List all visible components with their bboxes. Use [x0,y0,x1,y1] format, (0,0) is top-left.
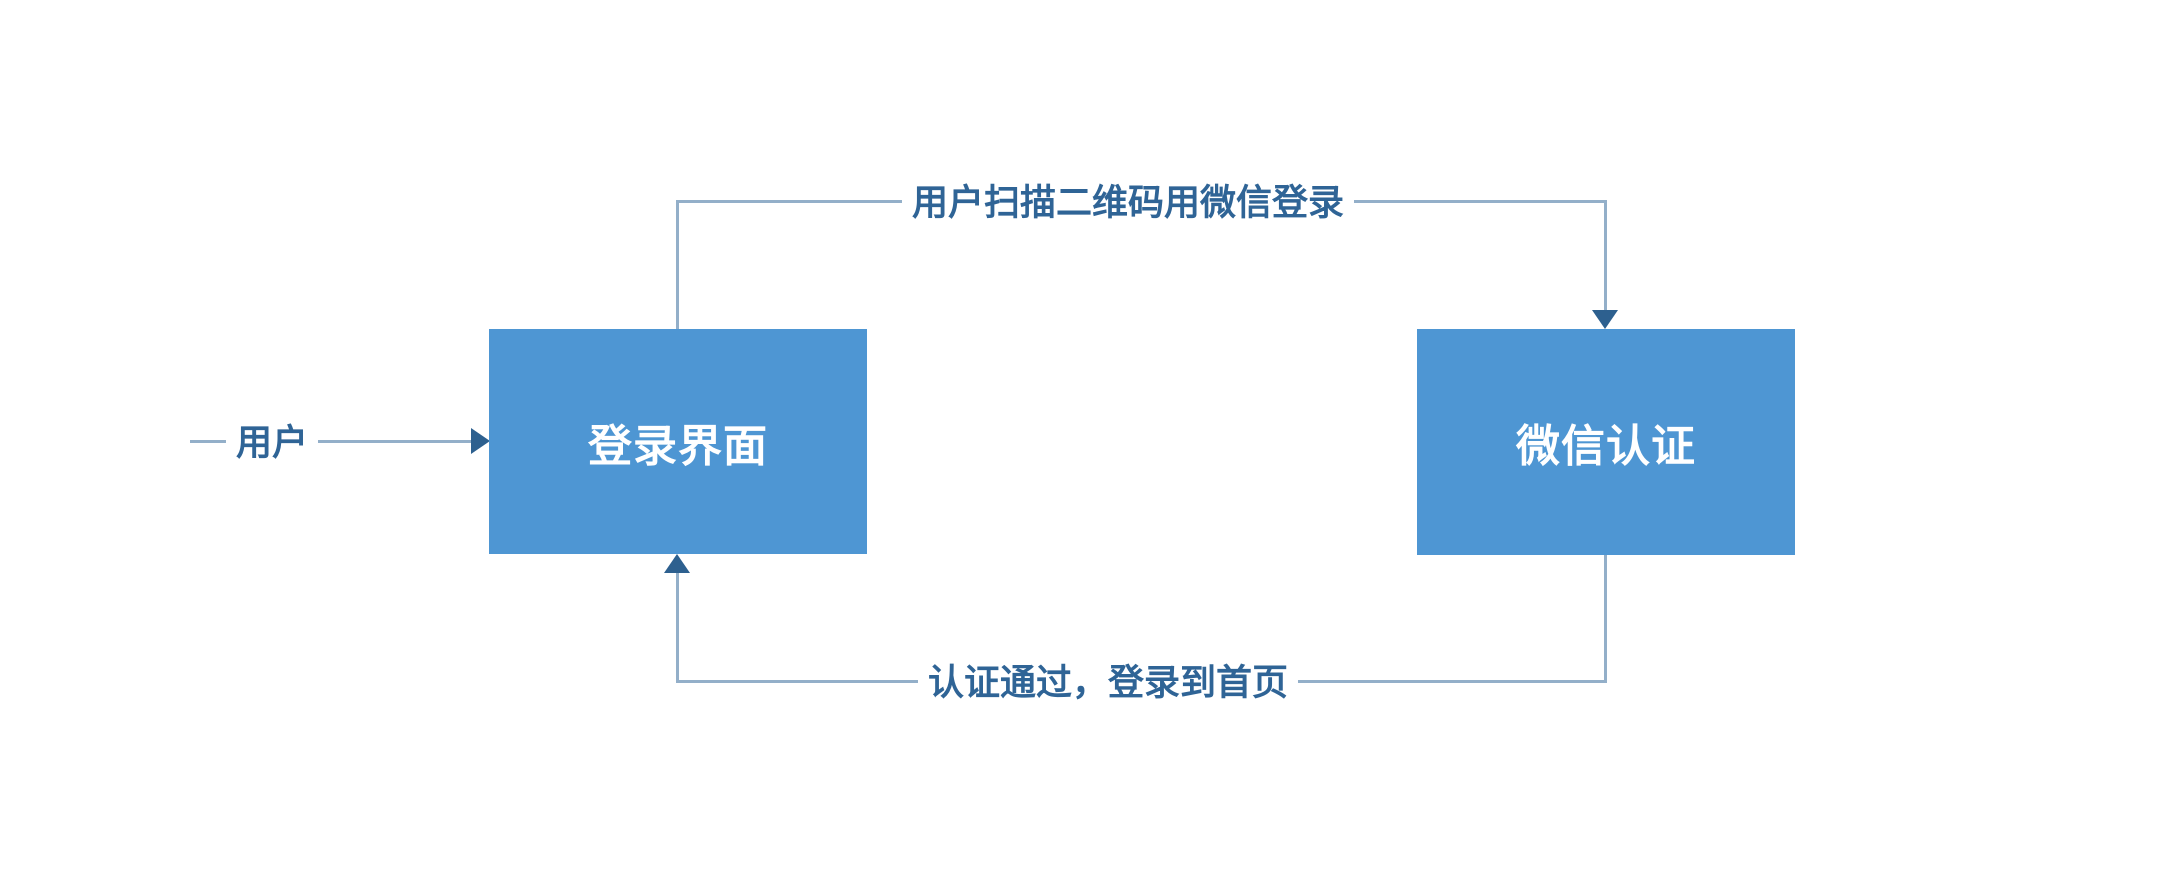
node-login-screen-label: 登录界面 [588,421,768,471]
arrowhead-right [471,428,490,454]
node-wechat-auth[interactable]: 微信认证 [1417,329,1795,555]
arrowhead-down [1592,310,1618,329]
edge-login-to-wechat-segment-down [1604,200,1607,312]
edge-wechat-to-login-segment-down [1604,554,1607,681]
edge-wechat-to-login-segment-up [676,573,679,683]
edge-label-auth-passed: 认证通过，登录到首页 [917,658,1299,706]
edge-user-to-login-line [190,440,472,443]
node-wechat-auth-label: 微信认证 [1516,422,1696,471]
edge-label-user: 用户 [225,418,319,466]
node-login-screen[interactable]: 登录界面 [489,329,867,554]
arrowhead-up [664,554,690,573]
edge-label-scan-qr-login: 用户扫描二维码用微信登录 [901,178,1355,226]
edge-login-to-wechat-segment-up [676,200,679,329]
